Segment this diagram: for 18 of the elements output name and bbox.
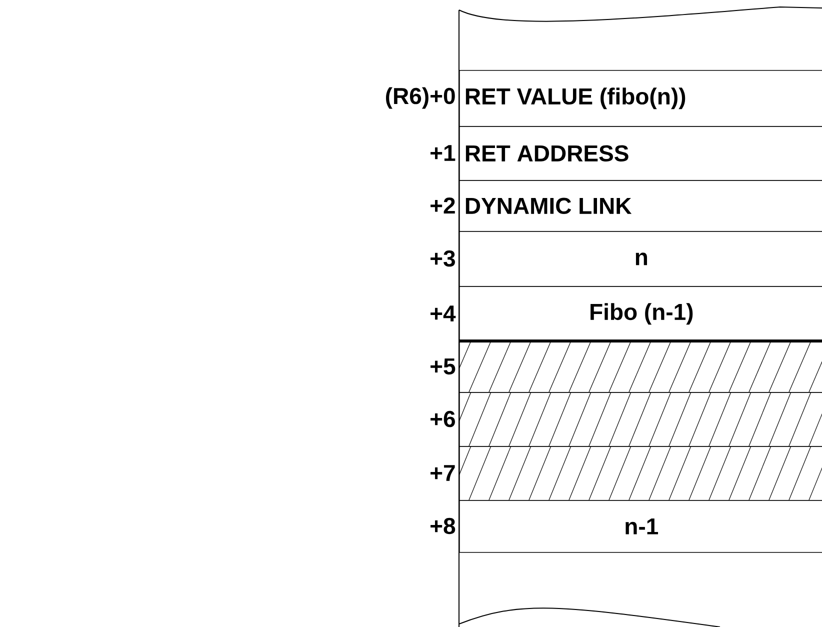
stack-cell: n	[459, 231, 822, 287]
hatched-cell	[459, 392, 822, 447]
offset-label: +1	[430, 145, 456, 161]
offset-label: +6	[430, 410, 455, 428]
hatched-cell	[459, 341, 822, 393]
offset-label: +4	[430, 306, 456, 322]
offset-label: +3	[430, 250, 455, 267]
offset-label: (R6)+0	[386, 87, 455, 109]
stack-cell: RET VALUE (fibo(n))	[459, 70, 822, 127]
stack-cell: Fibo (n-1)	[459, 286, 822, 342]
stack-cell: RET ADDRESS	[459, 126, 822, 181]
hatched-cell	[459, 446, 822, 501]
stack-cell: n-1	[459, 500, 822, 553]
offset-label: +7	[430, 465, 455, 481]
offset-label: +5	[430, 358, 456, 375]
stack-cell: DYNAMIC LINK	[459, 180, 822, 232]
offset-label: +2	[430, 197, 455, 214]
offset-label: +8	[430, 518, 456, 534]
